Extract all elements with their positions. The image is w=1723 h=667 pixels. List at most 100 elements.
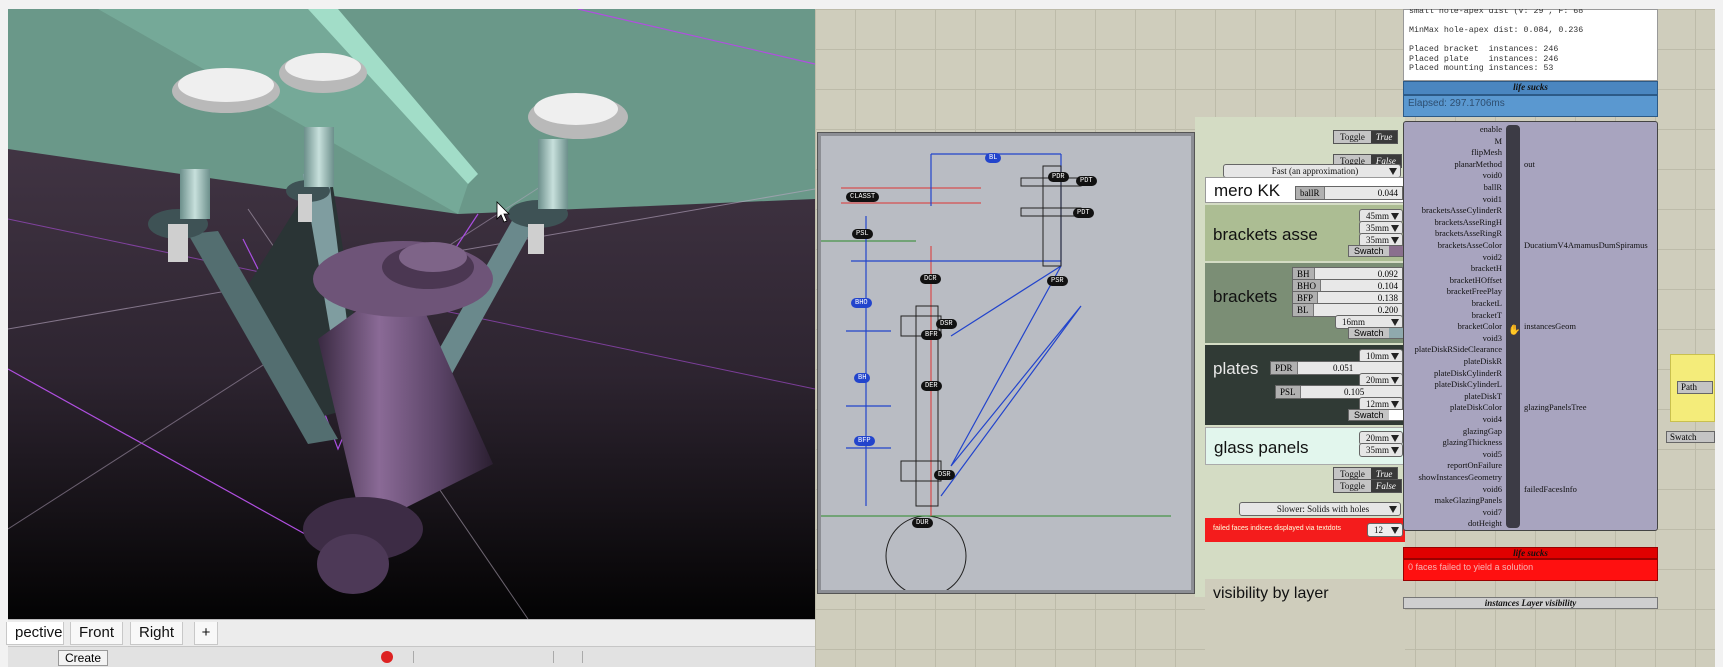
input-param[interactable]: dotHeight — [1468, 518, 1502, 529]
toolbar-icons[interactable] — [413, 651, 583, 663]
output-param[interactable]: instancesGeom — [1524, 321, 1576, 332]
report-line — [1409, 36, 1652, 46]
brackets-asse-swatch[interactable]: Swatch — [1348, 245, 1404, 257]
input-param[interactable]: makeGlazingPanels — [1434, 495, 1502, 506]
input-param[interactable]: bracketFreePlay — [1446, 286, 1502, 297]
bracket-color-swatch[interactable]: Swatch — [1348, 327, 1404, 339]
input-param[interactable]: bracketL — [1471, 298, 1502, 308]
input-param[interactable]: void1 — [1482, 193, 1502, 204]
input-param[interactable]: void6 — [1482, 483, 1502, 494]
input-param[interactable]: plateDiskR — [1463, 356, 1502, 366]
failure-message: 0 faces failed to yield a solution — [1408, 562, 1534, 572]
input-param[interactable]: void3 — [1482, 332, 1502, 343]
diagram-label-bl: BL — [985, 153, 1002, 163]
toolbar-icons[interactable] — [553, 651, 803, 663]
input-param[interactable]: enable — [1479, 124, 1502, 134]
bracket-t-dropdown[interactable]: 16mm — [1335, 315, 1403, 329]
glazing-method-dropdown[interactable]: Slower: Solids with holes — [1239, 502, 1401, 516]
input-param[interactable]: void2 — [1482, 251, 1502, 262]
failed-faces-label: failed faces indices displayed via textd… — [1213, 525, 1342, 532]
planar-method-dropdown[interactable]: Fast (an approximation) — [1223, 164, 1401, 178]
glass-edge-highlight — [308, 9, 478, 184]
input-param[interactable]: showInstancesGeometry — [1418, 472, 1502, 482]
output-param[interactable]: out — [1524, 158, 1535, 169]
input-param[interactable]: bracketsAsseRingH — [1434, 216, 1502, 227]
dot-height-dropdown[interactable]: 12 — [1367, 523, 1403, 537]
right-swatch[interactable]: Swatch — [1666, 431, 1715, 443]
group-title: mero KK — [1214, 181, 1281, 200]
output-param[interactable]: failedFacesInfo — [1524, 483, 1577, 494]
input-param[interactable]: plateDiskCylinderL — [1434, 379, 1502, 390]
plate-left — [148, 68, 280, 262]
output-param[interactable]: glazingPanelsTree — [1524, 402, 1587, 413]
input-param[interactable]: bracketsAsseColor — [1437, 240, 1502, 250]
input-param[interactable]: M — [1494, 135, 1502, 146]
diagram-panel: BL PDR PDT CLASST PDT PSL DCR PSR BHO BH… — [818, 133, 1194, 597]
input-param[interactable]: void5 — [1482, 448, 1502, 459]
diagram-label-dcr: DCR — [920, 274, 941, 284]
input-param[interactable]: bracketColor — [1457, 321, 1502, 332]
elapsed-panel: Elapsed: 297.1706ms — [1403, 95, 1658, 117]
group-title: brackets — [1213, 287, 1278, 306]
glazing-thickness-dropdown[interactable]: 35mm — [1359, 443, 1403, 457]
input-param[interactable]: glazingThickness — [1442, 437, 1502, 448]
input-param[interactable]: bracketsAsseCylinderR — [1421, 205, 1502, 216]
grasshopper-canvas[interactable]: BL PDR PDT CLASST PDT PSL DCR PSR BHO BH… — [815, 9, 1715, 667]
input-param[interactable]: reportOnFailure — [1447, 460, 1502, 471]
input-param[interactable]: plateDiskT — [1464, 390, 1502, 401]
elapsed-text: Elapsed: 297.1706ms — [1408, 98, 1505, 109]
create-button[interactable]: Create — [58, 650, 109, 666]
tab-right[interactable]: Right — [130, 622, 184, 645]
tab-front[interactable]: Front — [70, 622, 124, 645]
mounting-cylinder — [303, 241, 493, 594]
input-param[interactable]: bracketT — [1471, 309, 1502, 320]
diagram-label-classt: CLASST — [846, 192, 880, 202]
input-param[interactable]: plateDiskRSideClearance — [1414, 344, 1502, 355]
input-param[interactable]: bracketHOffset — [1449, 274, 1502, 285]
input-param[interactable]: ballR — [1483, 182, 1502, 192]
component-body: ✋ — [1506, 125, 1520, 528]
failure-panel-title: life sucks — [1403, 547, 1658, 559]
command-strip: Create — [8, 646, 815, 667]
input-param[interactable]: bracketH — [1470, 263, 1502, 274]
failure-panel: 0 faces failed to yield a solution — [1403, 559, 1658, 581]
plate-color-swatch[interactable]: Swatch — [1348, 409, 1404, 421]
plate-right — [508, 93, 628, 254]
output-param[interactable]: DucatiumV4AmamusDumSpiramus — [1524, 240, 1648, 250]
bounding-line — [577, 9, 815, 65]
add-tab-button[interactable]: + — [194, 622, 218, 645]
input-param[interactable]: bracketsAsseRingR — [1434, 228, 1502, 239]
input-param[interactable]: glazingGap — [1462, 425, 1502, 436]
diagram-label-pdt-2: PDT — [1073, 208, 1094, 218]
input-param[interactable]: void4 — [1482, 414, 1502, 424]
input-param[interactable]: plateDiskCylinderR — [1434, 367, 1502, 378]
input-param[interactable]: flipMesh — [1471, 147, 1502, 158]
path-component[interactable]: Path — [1677, 381, 1713, 394]
record-icon[interactable] — [381, 651, 393, 663]
input-param[interactable]: plateDiskColor — [1450, 402, 1502, 413]
tab-perspective[interactable]: pective — [6, 622, 64, 645]
input-param[interactable]: planarMethod — [1454, 158, 1502, 169]
input-param[interactable]: void0 — [1482, 170, 1502, 181]
report-panel-title: life sucks — [1403, 81, 1658, 95]
group-title: glass panels — [1214, 438, 1309, 457]
diagram-label-bfp: BFP — [854, 436, 875, 446]
viewport-render — [8, 9, 815, 619]
mouse-cursor — [496, 201, 510, 223]
rhino-viewport-perspective[interactable] — [8, 9, 815, 619]
input-param[interactable]: void7 — [1482, 506, 1502, 517]
report-line — [1409, 17, 1652, 27]
